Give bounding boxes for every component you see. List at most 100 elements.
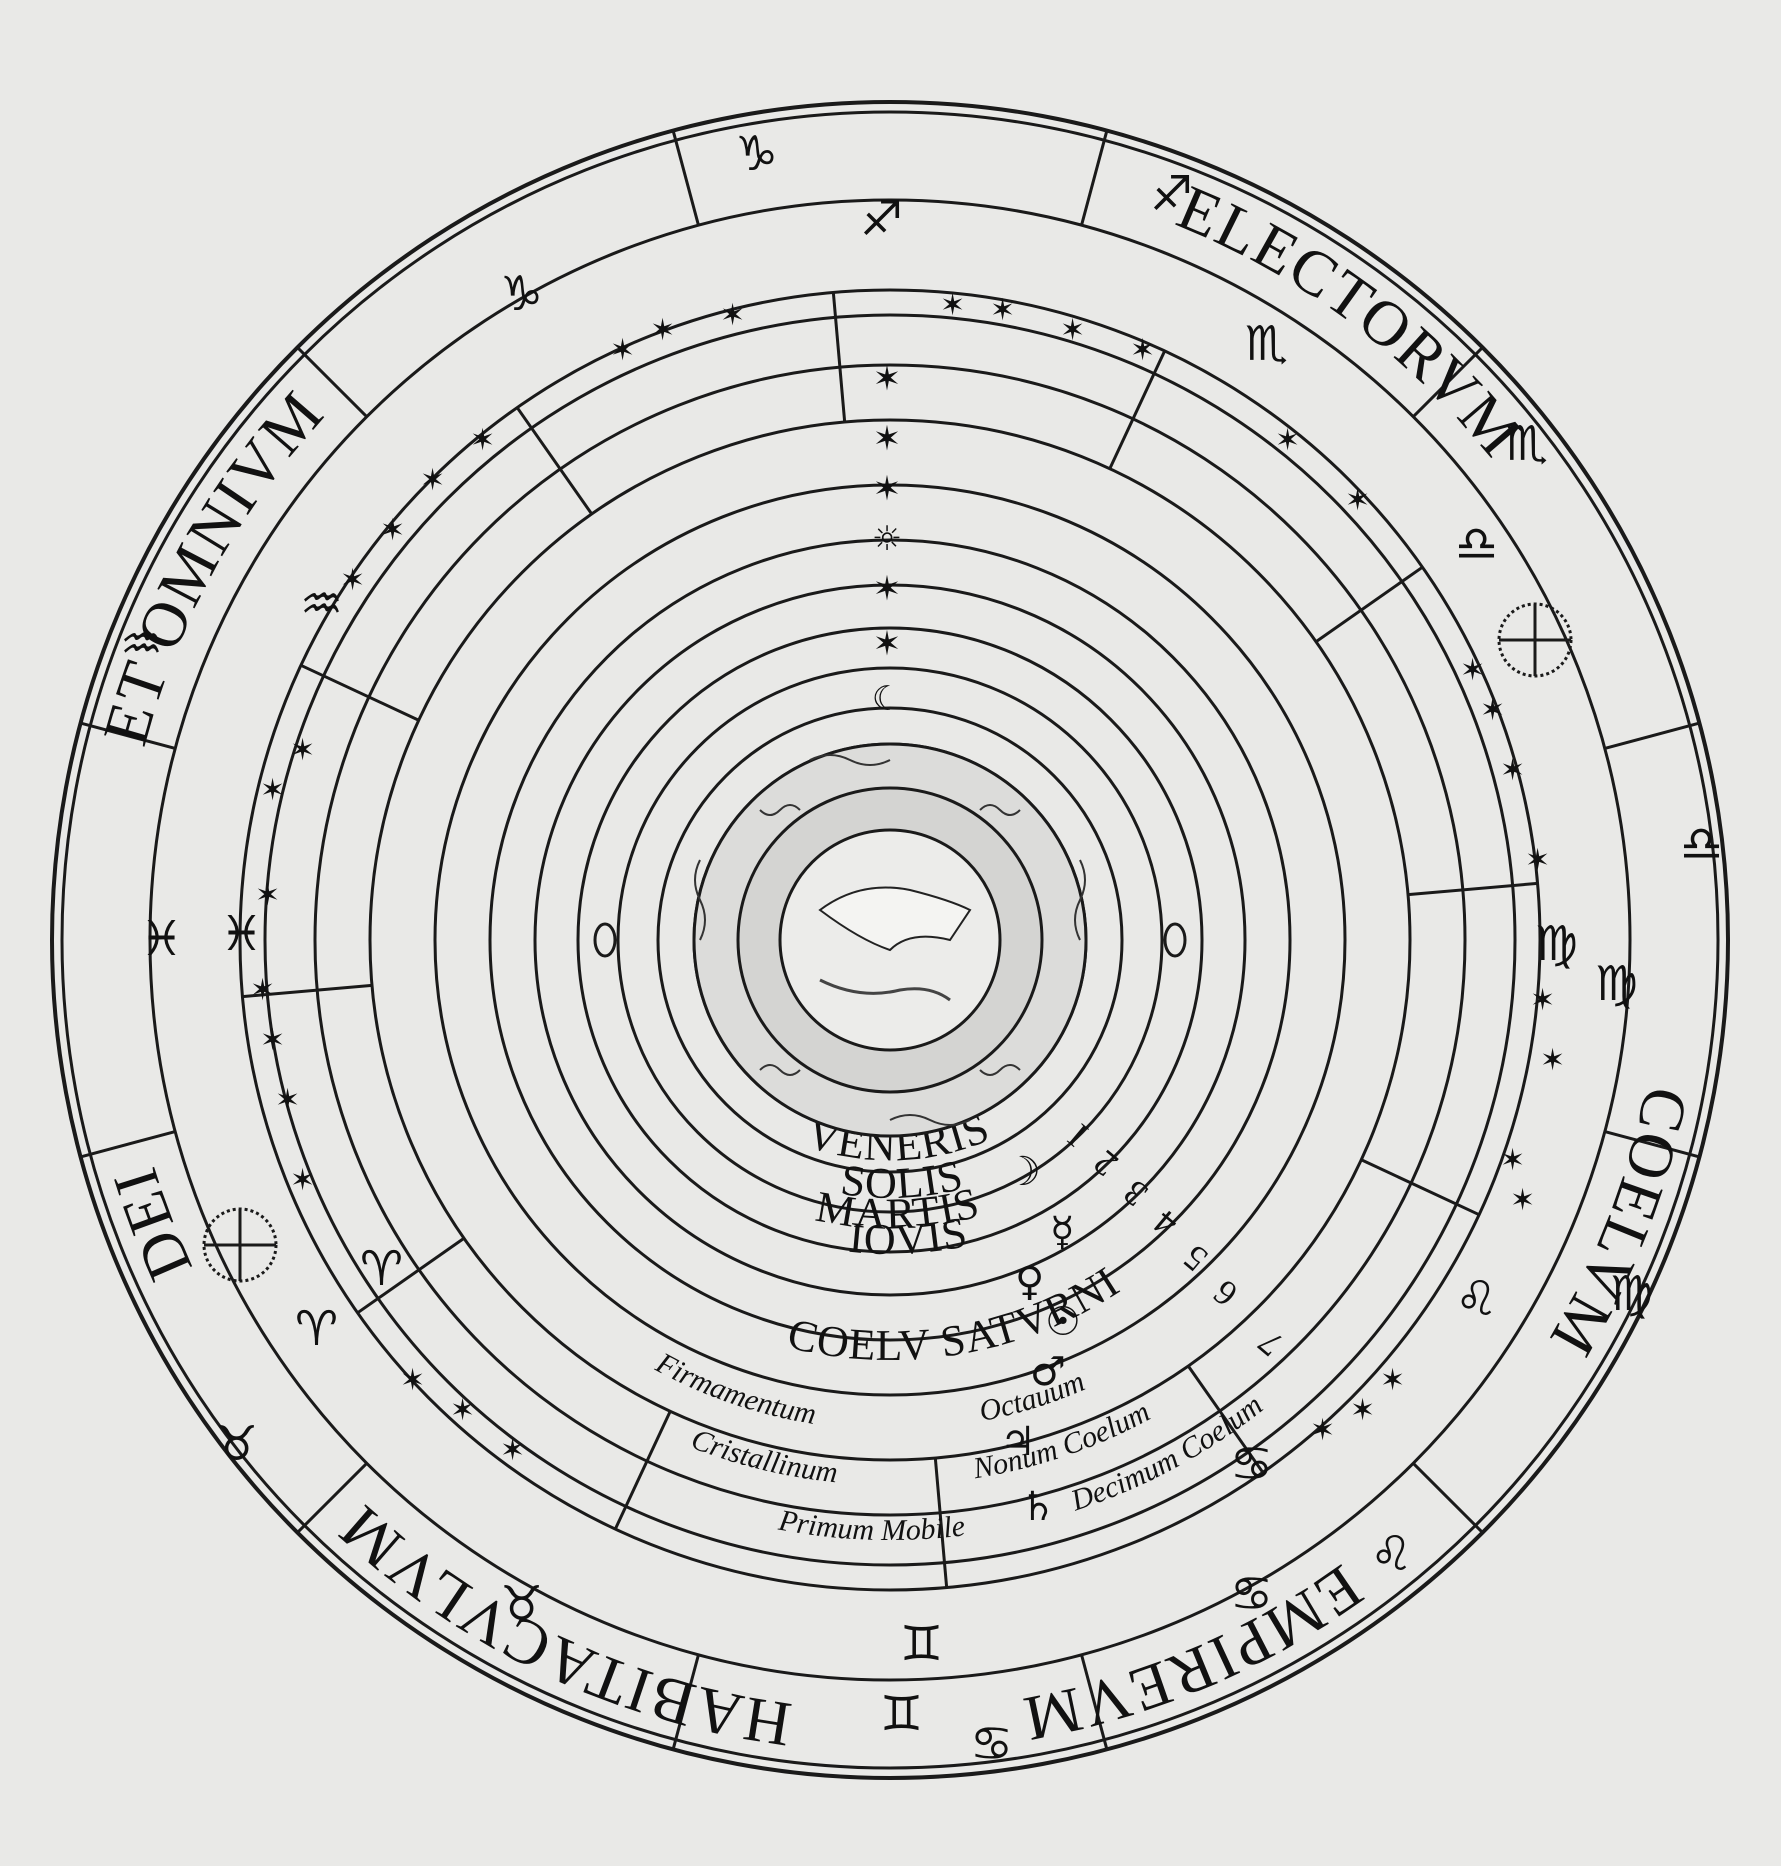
svg-text:✶: ✶ — [260, 1023, 285, 1058]
svg-text:✶: ✶ — [1500, 1143, 1525, 1178]
zodiac-cancer-2: ♋ — [1230, 1566, 1273, 1622]
zodiac-pisces: ♓ — [220, 906, 263, 962]
svg-text:✶: ✶ — [940, 288, 965, 323]
svg-text:✶: ✶ — [275, 1083, 300, 1118]
sun-wheel-symbols — [202, 602, 1573, 1283]
sun-symbol: ☉ — [1045, 1299, 1081, 1345]
svg-text:✶: ✶ — [470, 423, 495, 458]
svg-text:5: 5 — [1176, 1237, 1216, 1279]
svg-text:✶: ✶ — [450, 1393, 475, 1428]
mars-symbol: ♂ — [1030, 1349, 1066, 1395]
svg-text:✶: ✶ — [255, 878, 280, 913]
zodiac-gemini-2: ♊ — [880, 1686, 923, 1742]
zodiac-divisions — [80, 130, 1700, 1750]
svg-text:✶: ✶ — [290, 733, 315, 768]
zodiac-aries-2: ♈ — [360, 1241, 403, 1297]
axis-star-icon: ✶ — [873, 419, 902, 459]
firmament-stars: ✶✶✶ ✶✶✶ ✶✶✶ ✶✶✶ ✶✶✶ ✶✶ ✶✶✶ ✶✶✶ ✶✶✶ ✶✶✶ ✶… — [250, 288, 1565, 1468]
outer-border — [50, 100, 1730, 1780]
zodiac-scorpio: ♏ — [1245, 316, 1288, 372]
label-iovis: IOVIS — [847, 1207, 971, 1264]
svg-text:✶: ✶ — [1500, 753, 1525, 788]
inscription-electorum: ELECTORVM — [1168, 171, 1537, 470]
svg-text:✶: ✶ — [610, 333, 635, 368]
svg-text:✶: ✶ — [1480, 693, 1505, 728]
zodiac-gemini: ♊ — [900, 1616, 943, 1672]
svg-text:2: 2 — [1086, 1142, 1126, 1184]
moon-symbol: ☽ — [1005, 1149, 1041, 1195]
zodiac-capricorn: ♑ — [735, 126, 778, 182]
svg-text:✶: ✶ — [250, 973, 275, 1008]
axis-star-icon: ✶ — [873, 624, 902, 664]
zodiac-scorpio-outer: ♏ — [1505, 416, 1548, 472]
svg-text:4: 4 — [1146, 1202, 1186, 1244]
svg-text:✶: ✶ — [420, 463, 445, 498]
axis-moon-icon: ☾ — [872, 679, 902, 719]
zodiac-aquarius: ♒ — [300, 576, 343, 632]
zodiac-leo: ♌ — [1455, 1271, 1498, 1327]
mercury-symbol: ☿ — [1050, 1209, 1075, 1255]
side-marker-left-icon — [593, 922, 617, 958]
planet-symbols: ♄ ♃ ♂ ☉ ♀ ☿ ☽ — [1000, 1149, 1081, 1530]
svg-text:✶: ✶ — [260, 773, 285, 808]
svg-text:I: I — [1060, 1116, 1095, 1154]
saturn-symbol: ♄ — [1020, 1484, 1056, 1530]
landmass-icon — [818, 886, 972, 952]
zodiac-libra-outer: ♎ — [1680, 816, 1723, 872]
svg-text:✶: ✶ — [380, 513, 405, 548]
inscription-et-omnium: ET OMNIVM — [89, 377, 337, 752]
zodiac-pisces-outer: ♓ — [140, 911, 183, 967]
zodiac-cancer: ♋ — [1230, 1436, 1273, 1492]
zodiac-leo-outer: ♌ — [1370, 1526, 1413, 1582]
sun-wheel-icon — [202, 1207, 278, 1283]
axis-star-icon: ✶ — [873, 569, 902, 609]
svg-text:✶: ✶ — [1530, 983, 1555, 1018]
svg-text:✶: ✶ — [990, 293, 1015, 328]
zodiac-virgo-outer: ♍ — [1595, 956, 1638, 1012]
venus-symbol: ♀ — [1015, 1259, 1044, 1305]
jupiter-symbol: ♃ — [1000, 1419, 1036, 1465]
side-marker-right-icon — [1163, 922, 1187, 958]
axis-sun-icon: ☼ — [872, 519, 902, 559]
axis-star-icon: ✶ — [873, 469, 902, 509]
svg-text:✶: ✶ — [1460, 653, 1485, 688]
zodiac-aries: ♈ — [295, 1301, 338, 1357]
svg-text:✶: ✶ — [1345, 483, 1370, 518]
sun-wheel-icon — [1497, 602, 1573, 678]
zodiac-virgo: ♍ — [1535, 916, 1578, 972]
svg-text:✶: ✶ — [1525, 843, 1550, 878]
svg-text:✶: ✶ — [1310, 1413, 1335, 1448]
svg-text:✶: ✶ — [500, 1433, 525, 1468]
label-solis: SOLIS — [838, 1150, 968, 1208]
center-elements — [593, 742, 1187, 1138]
zodiac-capricorn-2: ♑ — [500, 266, 543, 322]
svg-text:6: 6 — [1206, 1272, 1246, 1314]
svg-text:✶: ✶ — [1130, 333, 1155, 368]
zodiac-sagittarius: ♐ — [860, 191, 903, 247]
svg-text:✶: ✶ — [340, 563, 365, 598]
svg-text:✶: ✶ — [720, 298, 745, 333]
zodiac-virgo-outer2: ♍ — [1610, 1266, 1653, 1322]
label-primum-mobile: Primum Mobile — [775, 1504, 966, 1547]
svg-text:✶: ✶ — [1060, 313, 1085, 348]
svg-text:✶: ✶ — [1510, 1183, 1535, 1218]
zodiac-taurus: ♉ — [500, 1576, 543, 1632]
zodiac-sagittarius-outer: ♐ — [1150, 166, 1193, 222]
svg-text:✶: ✶ — [1380, 1363, 1405, 1398]
svg-text:✶: ✶ — [650, 313, 675, 348]
water-icon — [819, 978, 951, 1002]
axis-star-icon: ✶ — [873, 359, 902, 399]
label-cristallinum: Cristallinum — [687, 1422, 840, 1489]
svg-text:✶: ✶ — [1275, 423, 1300, 458]
zodiac-libra: ♎ — [1455, 516, 1498, 572]
svg-text:✶: ✶ — [1540, 1043, 1565, 1078]
svg-text:3: 3 — [1116, 1172, 1156, 1214]
svg-text:✶: ✶ — [1350, 1393, 1375, 1428]
svg-text:✶: ✶ — [400, 1363, 425, 1398]
zodiac-symbols: ♑ ♐ ♐ ♏ ♏ ♎ ♎ ♍ ♍ ♍ ♌ ♌ ♋ ♋ ♋ ♊ ♊ ♉ ♉ ♈ … — [120, 126, 1723, 1772]
svg-text:✶: ✶ — [290, 1163, 315, 1198]
zodiac-taurus-outer: ♉ — [215, 1416, 258, 1472]
zodiac-cancer-3: ♋ — [970, 1716, 1013, 1772]
fire-flames-icon — [694, 754, 1086, 1126]
